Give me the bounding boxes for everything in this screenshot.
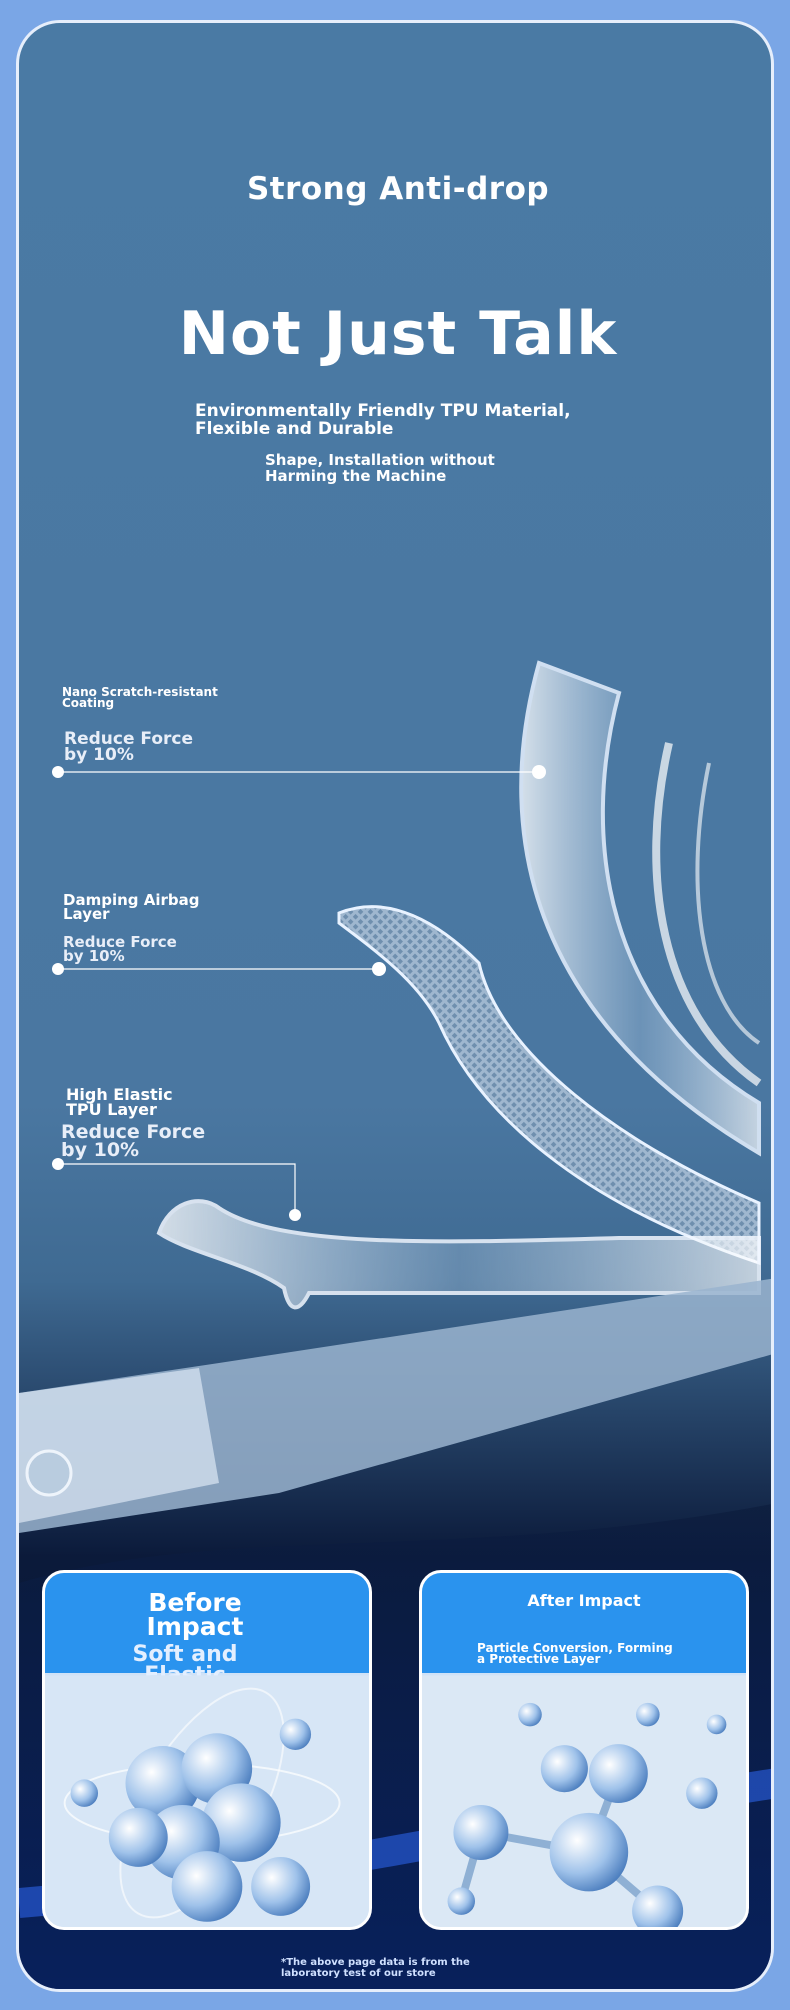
- main-panel: Strong Anti-drop Not Just Talk Environme…: [16, 20, 774, 1992]
- force-label-coating: Reduce Force by 10%: [64, 729, 194, 766]
- molecule-structure-image: [422, 1675, 746, 1927]
- force-label-airbag: Reduce Force by 10%: [63, 933, 177, 966]
- tpu-layer-shape: [156, 1199, 761, 1310]
- force-label-tpu: Reduce Force by 10%: [61, 1121, 206, 1162]
- layer-label-tpu: High Elastic TPU Layer: [66, 1085, 173, 1120]
- callout-coating: [52, 765, 546, 779]
- headline-small: Strong Anti-drop: [246, 171, 550, 207]
- callout-tpu: [52, 1158, 301, 1221]
- subtitle-installation: Shape, Installation without Harming the …: [265, 451, 495, 485]
- after-impact-subtitle: Particle Conversion, Forming a Protectiv…: [477, 1641, 673, 1667]
- layer-label-airbag: Damping Airbag Layer: [63, 891, 200, 924]
- callout-airbag: [52, 962, 386, 976]
- before-impact-title: Before Impact: [146, 1588, 244, 1641]
- after-impact-card: After Impact Particle Conversion, Formin…: [419, 1570, 749, 1930]
- layer-label-coating: Nano Scratch-resistant Coating: [62, 685, 218, 711]
- headline-big: Not Just Talk: [178, 299, 618, 369]
- footnote: *The above page data is from the laborat…: [281, 1957, 470, 1979]
- subtitle-material: Environmentally Friendly TPU Material, F…: [195, 401, 571, 439]
- coating-layer-shape: [519, 660, 761, 1157]
- after-impact-title: After Impact: [527, 1591, 641, 1610]
- molecule-cluster-image: [45, 1675, 369, 1927]
- before-impact-card: Before Impact Soft and Elastic: [42, 1570, 372, 1930]
